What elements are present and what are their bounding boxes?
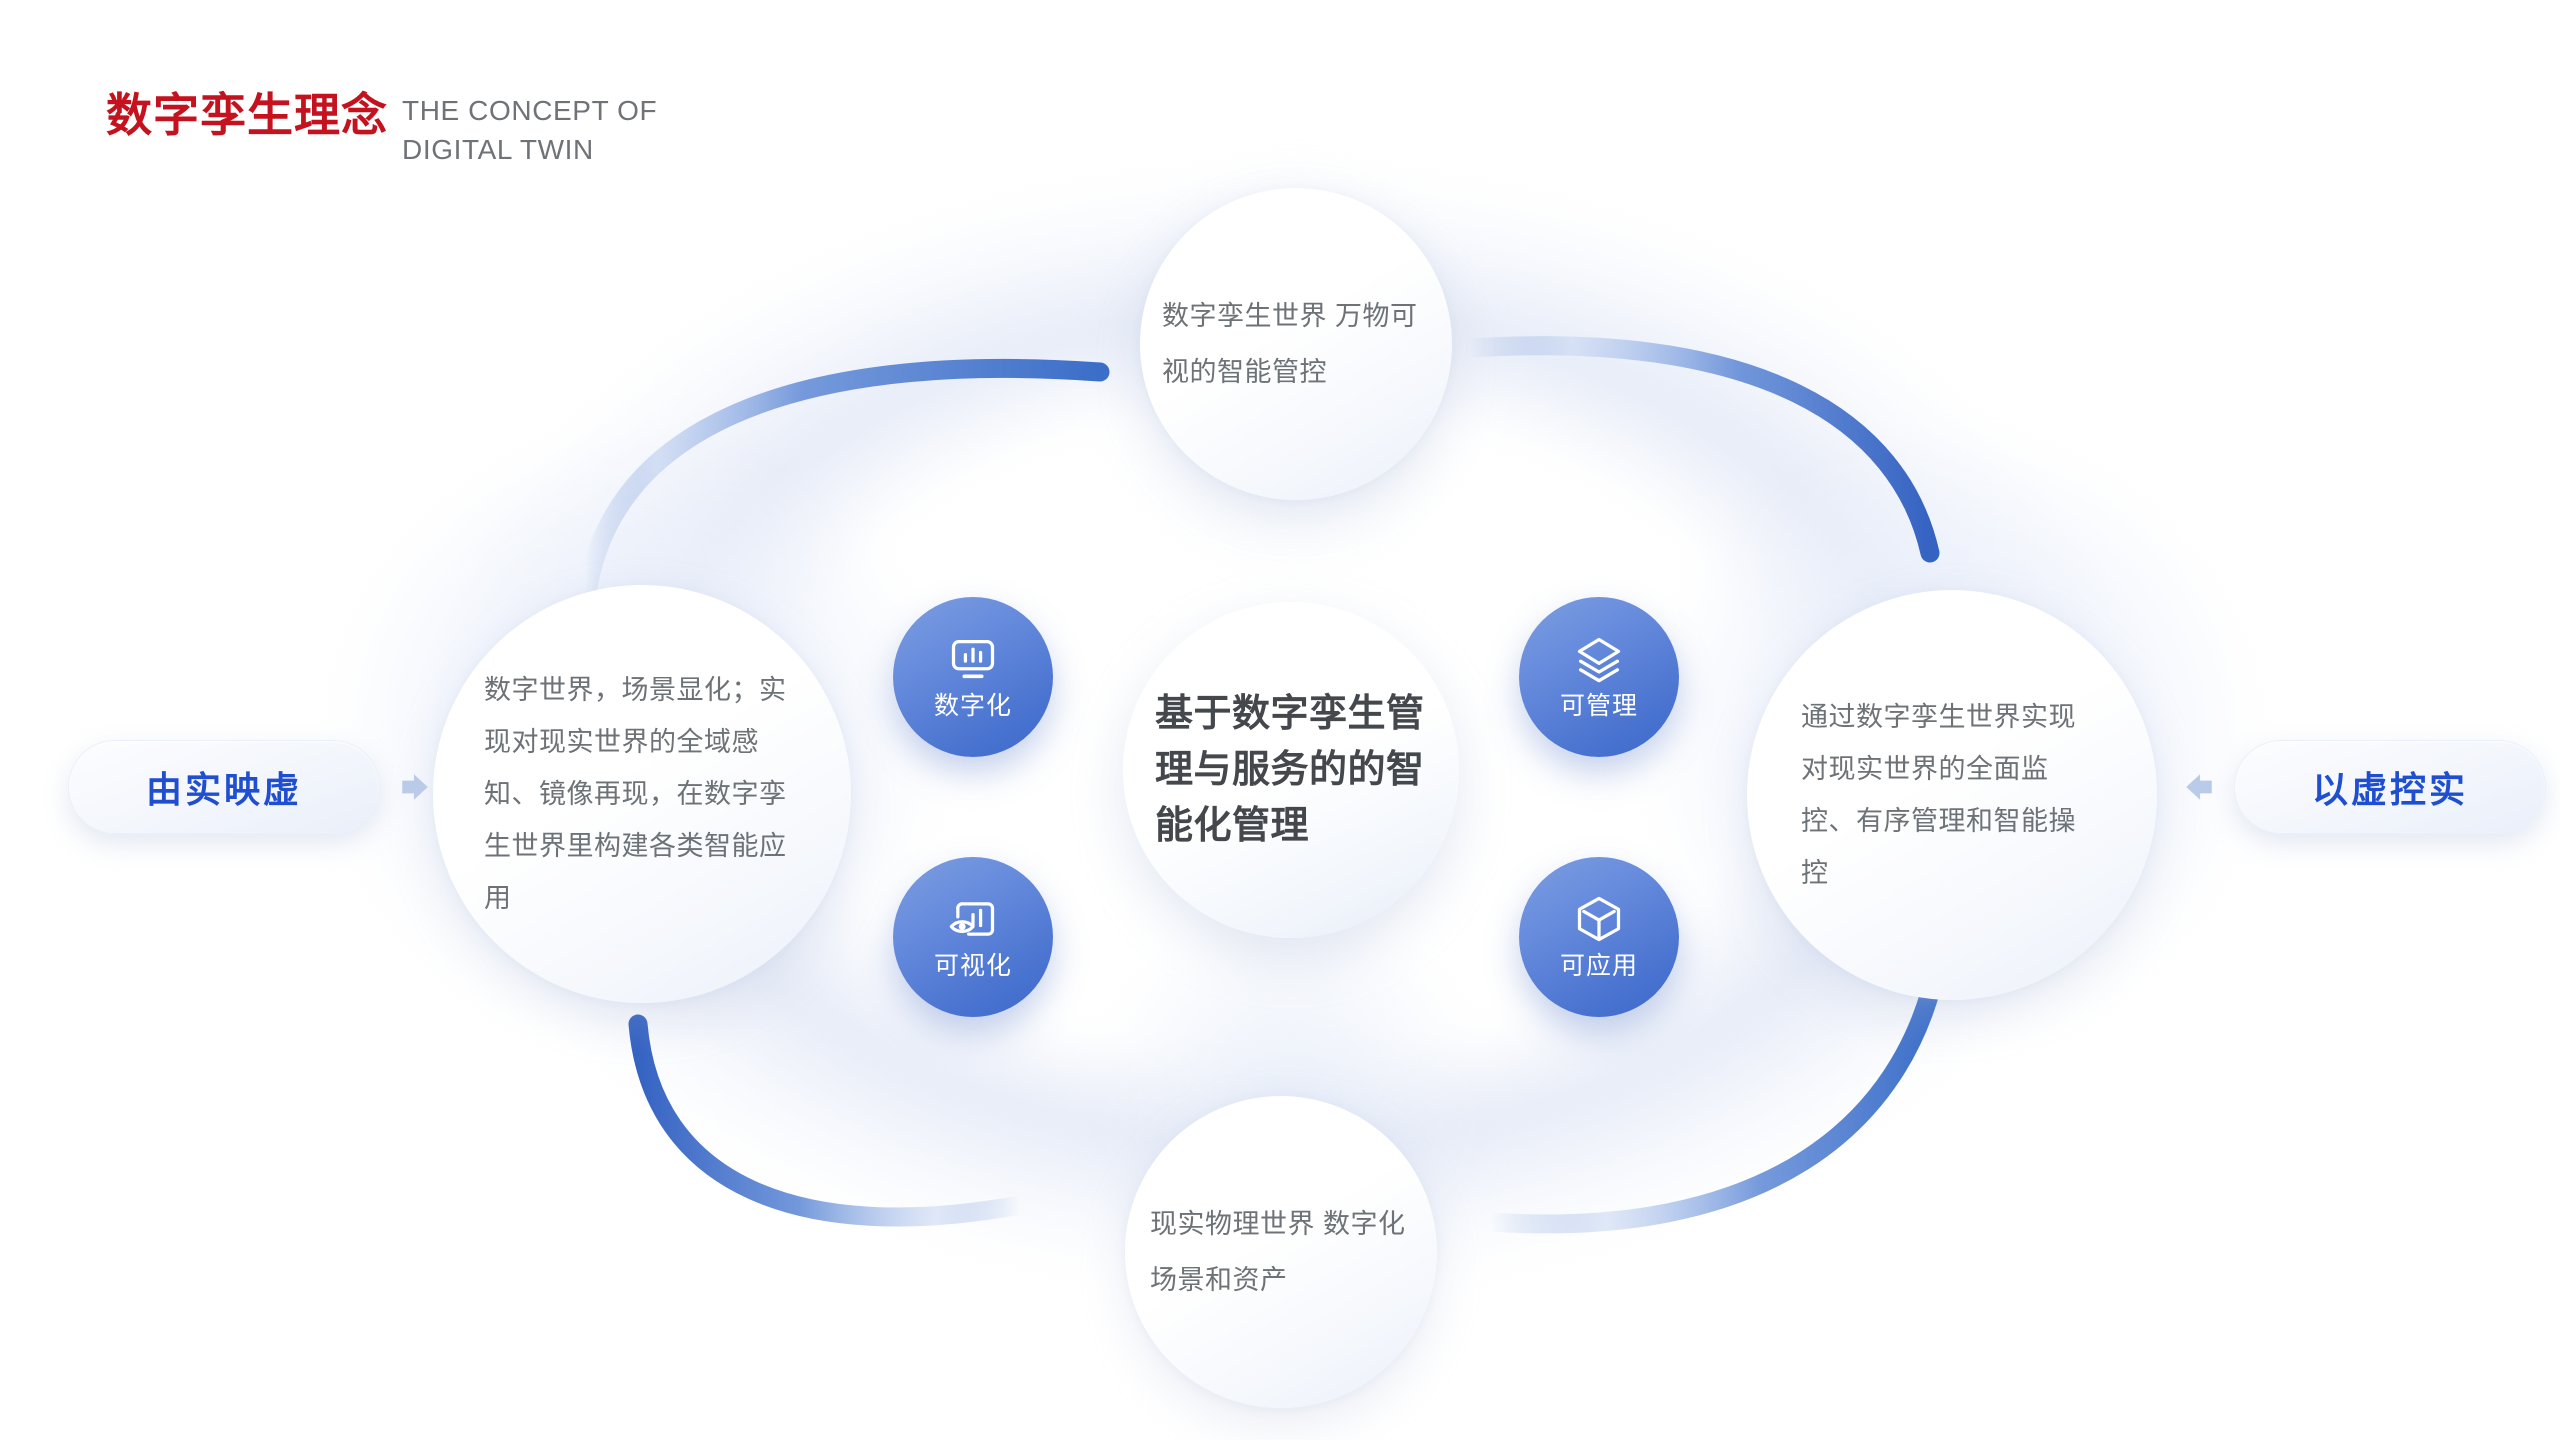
pill-virtual-to-reality-label: 以虚控实 <box>2311 769 2468 810</box>
circle-center-text: 基于数字孪生管理与服务的的智能化管理 <box>1155 693 1425 847</box>
eye-chart-icon <box>949 902 995 936</box>
pill-reality-to-virtual[interactable]: 由实映虚 <box>68 740 380 834</box>
circle-bottom-text: 现实物理世界 数字化场景和资产 <box>1150 1209 1406 1295</box>
badge-digitalization-label: 数字化 <box>933 692 1012 720</box>
pill-left-group[interactable]: 由实映虚 <box>68 740 432 834</box>
circle-top-text: 数字孪生世界 万物可视的智能管控 <box>1162 301 1418 387</box>
circle-center-core-concept: 基于数字孪生管理与服务的的智能化管理 <box>1123 602 1459 938</box>
circle-left-text: 数字世界，场景显化；实现对现实世界的全域感知、镜像再现，在数字孪生世界里构建各类… <box>484 675 787 913</box>
cube-icon <box>1577 896 1621 942</box>
monitor-bar-chart-icon <box>951 640 995 679</box>
badge-applicable[interactable]: 可应用 <box>1519 857 1679 1017</box>
badge-manageable[interactable]: 可管理 <box>1519 597 1679 757</box>
page-subtitle-line2: DIGITAL TWIN <box>402 134 594 165</box>
pill-right-group[interactable]: 以虚控实 <box>2182 740 2546 834</box>
badge-visualization[interactable]: 可视化 <box>893 857 1053 1017</box>
circle-left-reality-to-virtual: 数字世界，场景显化；实现对现实世界的全域感知、镜像再现，在数字孪生世界里构建各类… <box>433 585 851 1003</box>
arc-bottom-left <box>628 1014 1030 1227</box>
circle-right-virtual-to-reality: 通过数字孪生世界实现对现实世界的全面监控、有序管理和智能操控 <box>1747 590 2157 1000</box>
arc-top-left <box>575 358 1110 620</box>
arrow-left-icon <box>2186 774 2212 800</box>
badge-manageable-label: 可管理 <box>1559 692 1638 720</box>
arc-top-right <box>1460 336 1940 563</box>
arrow-right-icon <box>402 774 428 800</box>
pill-reality-to-virtual-label: 由实映虚 <box>145 769 302 810</box>
badge-applicable-label: 可应用 <box>1559 952 1638 980</box>
circle-top-digital-twin-world: 数字孪生世界 万物可视的智能管控 <box>1140 188 1452 500</box>
circle-right-text: 通过数字孪生世界实现对现实世界的全面监控、有序管理和智能操控 <box>1801 702 2076 888</box>
pill-virtual-to-reality[interactable]: 以虚控实 <box>2234 740 2546 834</box>
badge-visualization-label: 可视化 <box>933 952 1012 980</box>
badge-digitalization[interactable]: 数字化 <box>893 597 1053 757</box>
circle-bottom-physical-world: 现实物理世界 数字化场景和资产 <box>1125 1096 1437 1408</box>
arc-bottom-right <box>1480 950 1948 1234</box>
layers-icon <box>1577 637 1621 683</box>
page-header: 数字孪生理念 THE CONCEPT OF DIGITAL TWIN <box>106 88 657 169</box>
page-subtitle: THE CONCEPT OF DIGITAL TWIN <box>402 91 657 169</box>
page-subtitle-line1: THE CONCEPT OF <box>402 95 658 126</box>
page-title: 数字孪生理念 <box>106 89 388 141</box>
